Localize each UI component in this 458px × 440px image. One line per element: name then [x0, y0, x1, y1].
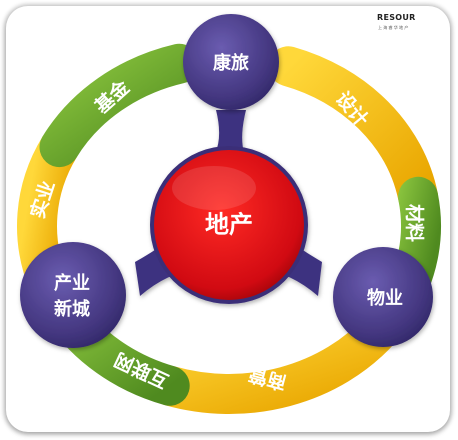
brand-logo-sub: 上 海 睿 华 地 产: [378, 24, 408, 30]
node-top-label: 康旅: [213, 52, 249, 74]
node-left: [20, 242, 126, 348]
node-right-label: 物业: [367, 287, 403, 309]
node-right: [333, 247, 433, 347]
ring-segment-design: [268, 46, 439, 217]
node-left-label-line1: 产业: [54, 272, 90, 294]
center-node: [154, 150, 304, 300]
ring-segment-commerce: [149, 309, 401, 414]
center-label: 地产: [205, 210, 253, 239]
brand-logo: RESOUR 上 海 睿 华 地 产: [377, 13, 416, 30]
node-left-label-line2: 新城: [54, 298, 90, 320]
segment-label-materials: 材料: [403, 204, 426, 242]
ring-segment-fund: [39, 43, 200, 168]
brand-logo-word: RESOUR: [377, 13, 416, 22]
node-top: [183, 14, 279, 110]
